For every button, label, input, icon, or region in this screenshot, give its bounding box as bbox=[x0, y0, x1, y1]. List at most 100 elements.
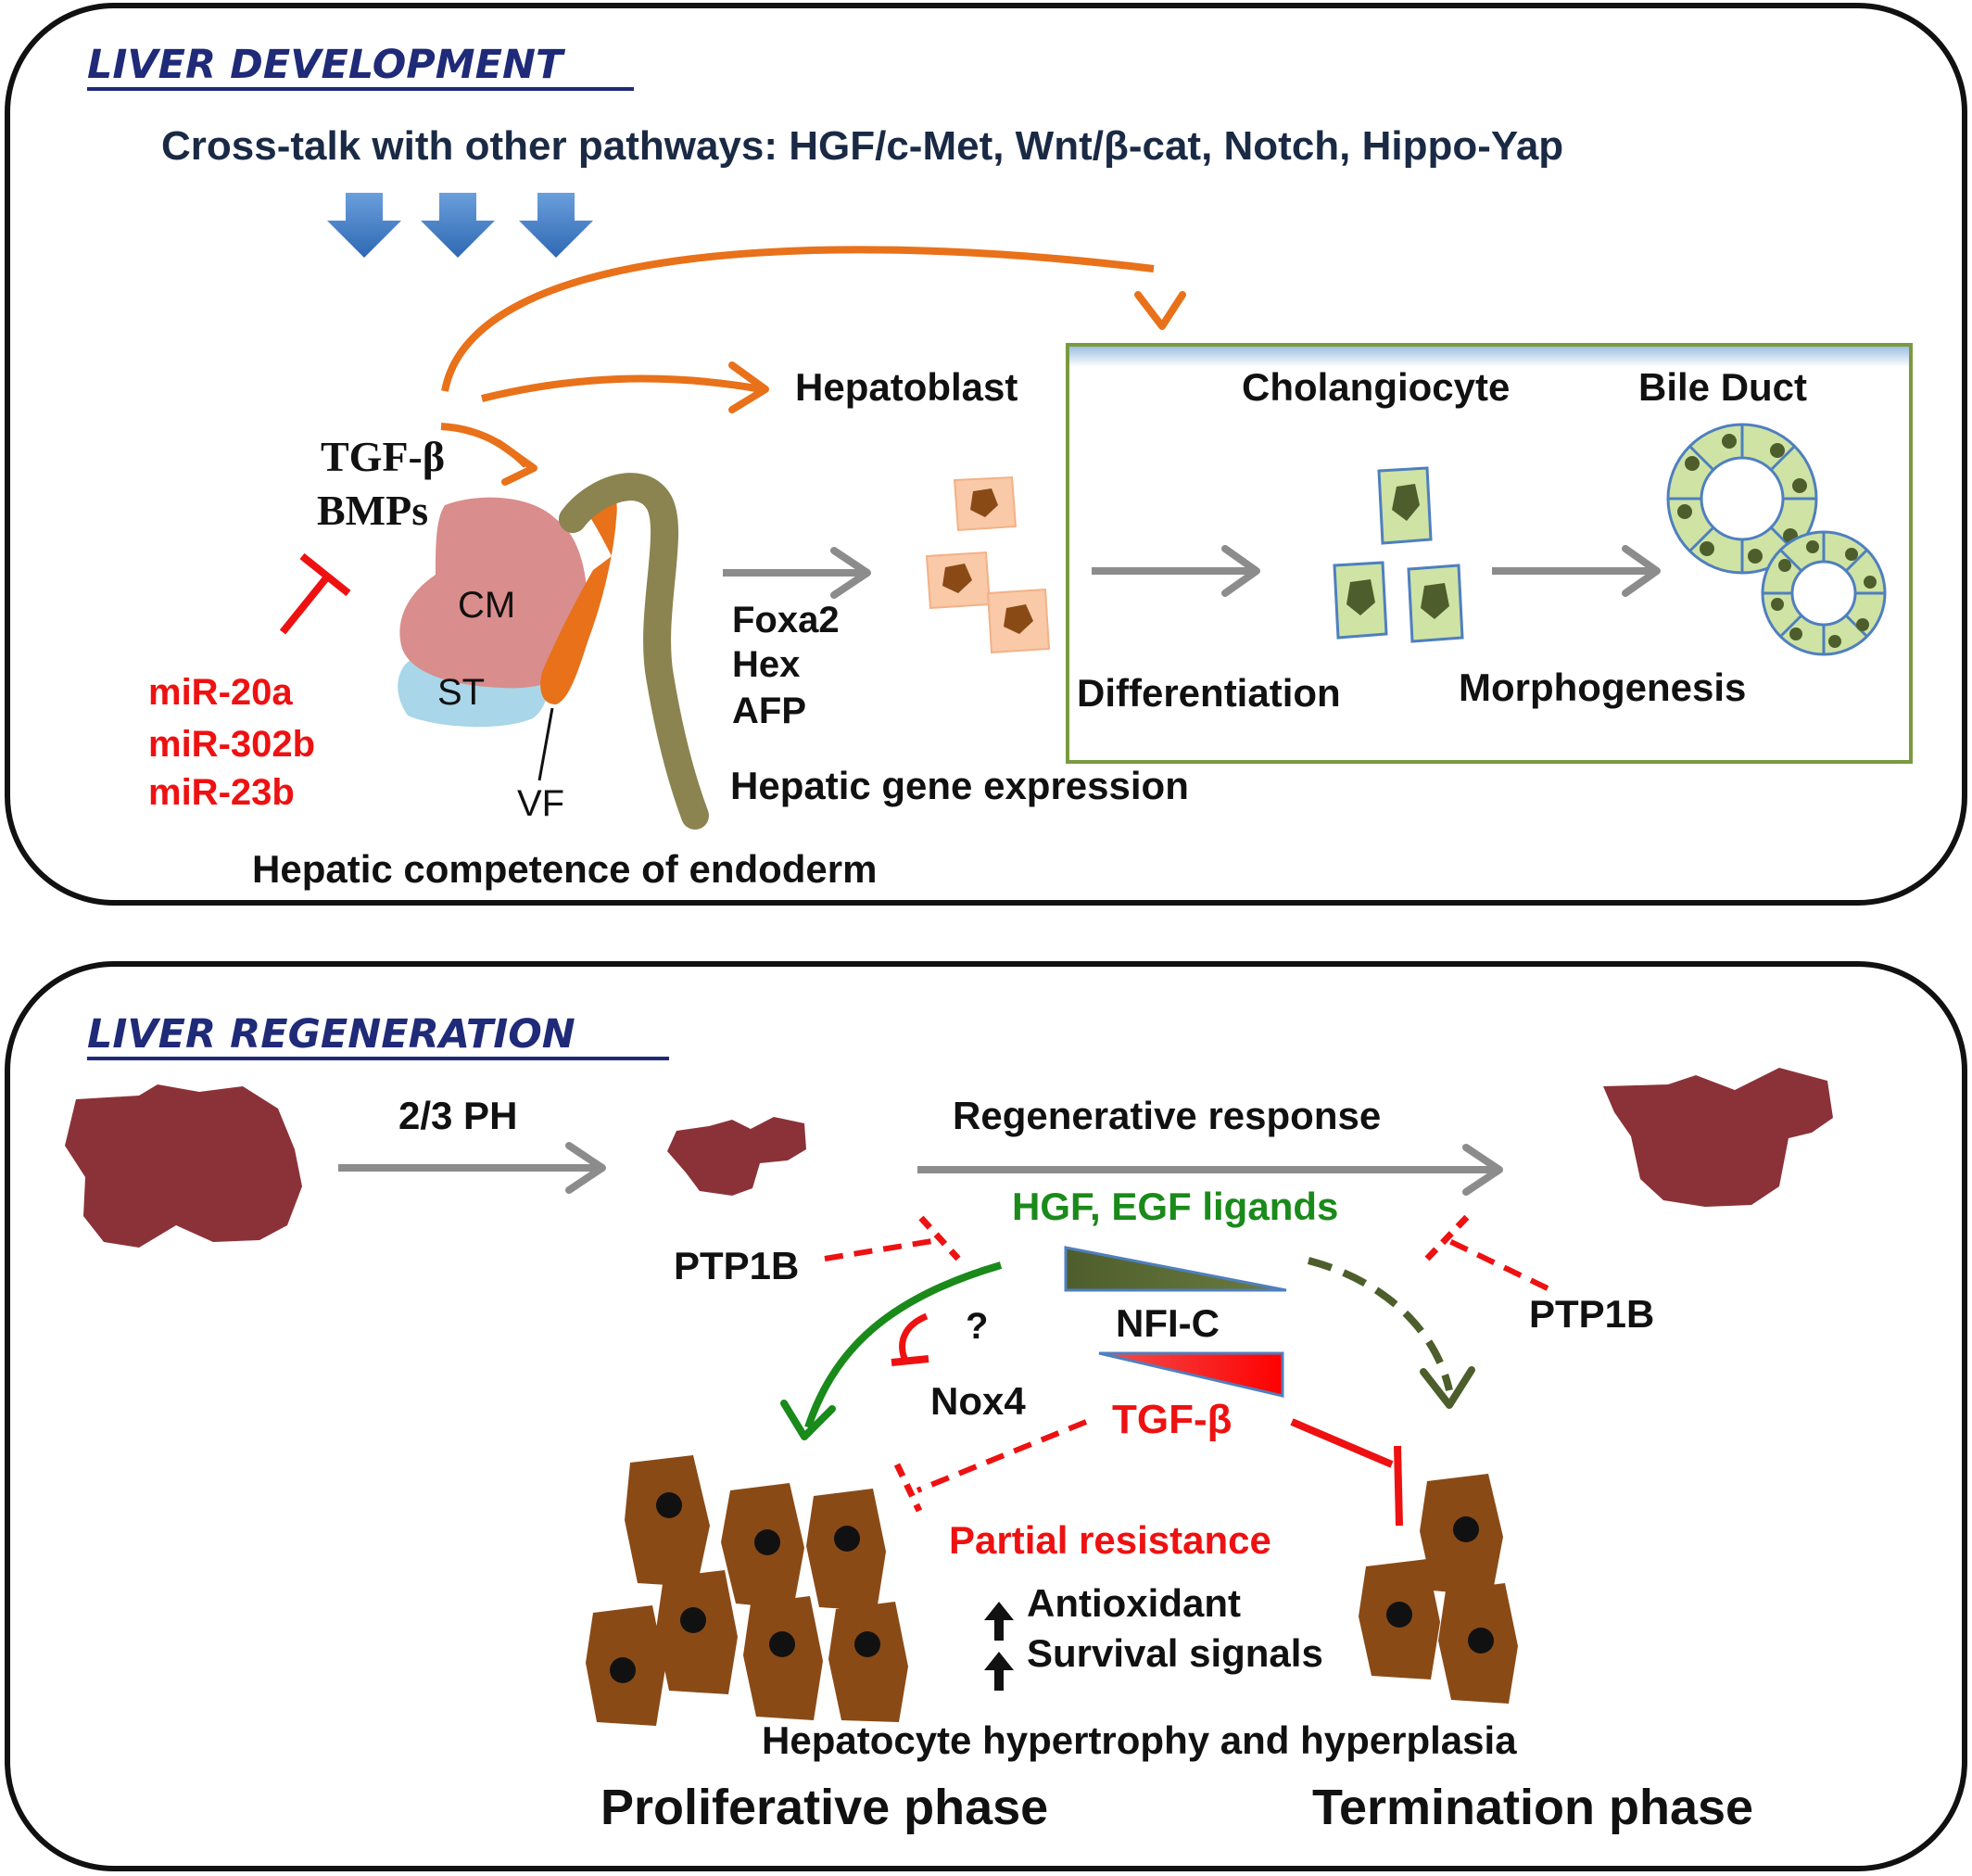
ptp1b-left-label: PTP1B bbox=[674, 1244, 799, 1287]
hypertrophy-label: Hepatocyte hypertrophy and hyperplasia bbox=[762, 1718, 1517, 1762]
ph-label: 2/3 PH bbox=[398, 1094, 517, 1137]
orange-arrowhead-icon bbox=[495, 439, 537, 486]
hepatocyte-nucleus bbox=[834, 1526, 860, 1552]
nfic-gradient-wedge bbox=[1064, 1246, 1287, 1292]
hepatic-gene-expression-label: Hepatic gene expression bbox=[730, 764, 1189, 807]
hepatoblast-nucleus bbox=[1004, 604, 1033, 634]
mirna-label: miR-302b bbox=[148, 724, 315, 765]
regeneration-title: LIVER REGENERATION bbox=[87, 1011, 575, 1058]
ptp1b-right-inhibition-line bbox=[1446, 1237, 1549, 1291]
differentiation-label: Differentiation bbox=[1077, 671, 1341, 715]
cholangiocyte-box-header bbox=[1069, 347, 1909, 367]
ventral-foregut-shape bbox=[540, 488, 617, 704]
hepatocyte-nucleus bbox=[769, 1631, 795, 1657]
cardiac-mesoderm-shape bbox=[399, 497, 588, 689]
bile-duct-ring bbox=[1666, 423, 1818, 575]
inhibition-bar-icon bbox=[1424, 1213, 1471, 1261]
resected-liver-shape bbox=[667, 1117, 806, 1196]
hepatocyte-nucleus bbox=[610, 1657, 636, 1683]
hepatoblast-label: Hepatoblast bbox=[795, 365, 1018, 409]
hepatocyte-cell bbox=[625, 1455, 710, 1587]
st-label: ST bbox=[437, 672, 485, 713]
cholangiocyte-nucleus bbox=[1392, 484, 1420, 521]
gray-arrowhead-icon bbox=[830, 547, 871, 599]
development-title: LIVER DEVELOPMENT bbox=[87, 42, 566, 88]
tgf-termination-inhibition-line bbox=[1290, 1418, 1394, 1468]
hepatocyte-nucleus bbox=[1453, 1516, 1479, 1542]
up-arrow-icon bbox=[984, 1602, 1014, 1641]
vf-label: VF bbox=[517, 783, 564, 824]
terminating-hepatocytes bbox=[1359, 1474, 1518, 1704]
orange-arrowhead-icon bbox=[1134, 291, 1186, 330]
survival-signals-label: Survival signals bbox=[1027, 1631, 1323, 1675]
factor-label: Foxa2 bbox=[732, 600, 840, 640]
crosstalk-arrows bbox=[327, 193, 593, 258]
inhibition-bar-icon bbox=[299, 552, 351, 597]
cm-label: CM bbox=[458, 585, 515, 626]
tgf-beta-regen-label: TGF-β bbox=[1112, 1397, 1232, 1442]
mirna-inhibition-line bbox=[279, 572, 333, 635]
ptp1b-right-label: PTP1B bbox=[1529, 1292, 1654, 1336]
orange-arrow-to-cholangiocyte bbox=[441, 246, 1155, 392]
proliferating-hepatocytes bbox=[586, 1455, 908, 1726]
nfic-label: NFI-C bbox=[1116, 1301, 1220, 1345]
bile-duct-label: Bile Duct bbox=[1638, 365, 1807, 409]
bile-duct-ring bbox=[1761, 530, 1887, 656]
gray-arrowhead-icon bbox=[1221, 545, 1260, 597]
crosstalk-text: Cross-talk with other pathways: HGF/c-Me… bbox=[161, 123, 1563, 169]
embryo-schematic bbox=[398, 473, 709, 830]
nox4-inhibition-line bbox=[899, 1312, 929, 1364]
cholangiocyte-nucleus bbox=[1346, 579, 1375, 615]
mirna-label: miR-23b bbox=[148, 772, 295, 813]
factor-label: Hex bbox=[732, 644, 800, 685]
orange-arrowhead-icon bbox=[728, 361, 769, 413]
green-arrowhead-icon bbox=[780, 1400, 836, 1440]
inhibition-bar-icon bbox=[891, 1355, 929, 1366]
hepatocyte-cell bbox=[743, 1596, 823, 1720]
partial-resistance-label: Partial resistance bbox=[949, 1518, 1271, 1562]
hepatocyte-nucleus bbox=[680, 1607, 706, 1633]
cholangiocyte-nucleus bbox=[1421, 583, 1449, 619]
hepatoblast-nucleus bbox=[942, 564, 972, 593]
blue-down-arrow-icon bbox=[519, 193, 593, 258]
hepatic-competence-label: Hepatic competence of endoderm bbox=[252, 847, 877, 891]
termination-phase-label: Termination phase bbox=[1312, 1780, 1753, 1835]
orange-arrow-to-hepatoblast bbox=[481, 374, 763, 402]
up-arrow-icon bbox=[984, 1652, 1014, 1691]
olive-arrowhead-icon bbox=[1420, 1366, 1475, 1409]
hepatocyte-nucleus bbox=[656, 1492, 682, 1518]
hepatocyte-nucleus bbox=[754, 1529, 780, 1555]
ptp1b-left-inhibition-line bbox=[824, 1237, 939, 1261]
hepatoblast-nucleus bbox=[970, 488, 998, 517]
cholangiocyte-cells bbox=[1333, 466, 1464, 643]
hepatocyte-nucleus bbox=[1468, 1628, 1494, 1654]
inhibition-bar-icon bbox=[918, 1215, 961, 1261]
inhibition-bar-icon bbox=[893, 1463, 923, 1513]
antioxidant-label: Antioxidant bbox=[1027, 1581, 1241, 1625]
ligands-label: HGF, EGF ligands bbox=[1012, 1185, 1338, 1228]
vf-pointer-line bbox=[537, 707, 554, 781]
regenerated-liver-shape bbox=[1603, 1068, 1833, 1207]
hepatocyte-cell bbox=[828, 1602, 908, 1722]
inhibition-bar-icon bbox=[1394, 1445, 1403, 1527]
factor-label: AFP bbox=[732, 691, 806, 731]
gray-arrowhead-icon bbox=[565, 1142, 606, 1194]
gray-arrowhead-icon bbox=[1622, 545, 1661, 597]
blue-down-arrow-icon bbox=[327, 193, 401, 258]
tgf-proliferative-inhibition-line bbox=[916, 1419, 1088, 1493]
bmps-label: BMPs bbox=[317, 487, 428, 534]
proliferative-phase-label: Proliferative phase bbox=[600, 1780, 1048, 1835]
cholangiocyte-label: Cholangiocyte bbox=[1242, 365, 1510, 409]
tgf-beta-label: TGF-β bbox=[321, 433, 445, 480]
blue-down-arrow-icon bbox=[421, 193, 495, 258]
hepatoblast-cells bbox=[925, 475, 1051, 654]
morphogenesis-label: Morphogenesis bbox=[1459, 665, 1746, 709]
nox4-label: Nox4 bbox=[930, 1379, 1026, 1423]
question-mark: ? bbox=[966, 1306, 988, 1347]
green-proliferative-arrow bbox=[804, 1261, 1003, 1429]
hepatocyte-nucleus bbox=[854, 1631, 880, 1657]
mirna-label: miR-20a bbox=[148, 672, 293, 713]
hepatocyte-nucleus bbox=[1386, 1602, 1412, 1628]
whole-liver-shape bbox=[65, 1084, 302, 1248]
